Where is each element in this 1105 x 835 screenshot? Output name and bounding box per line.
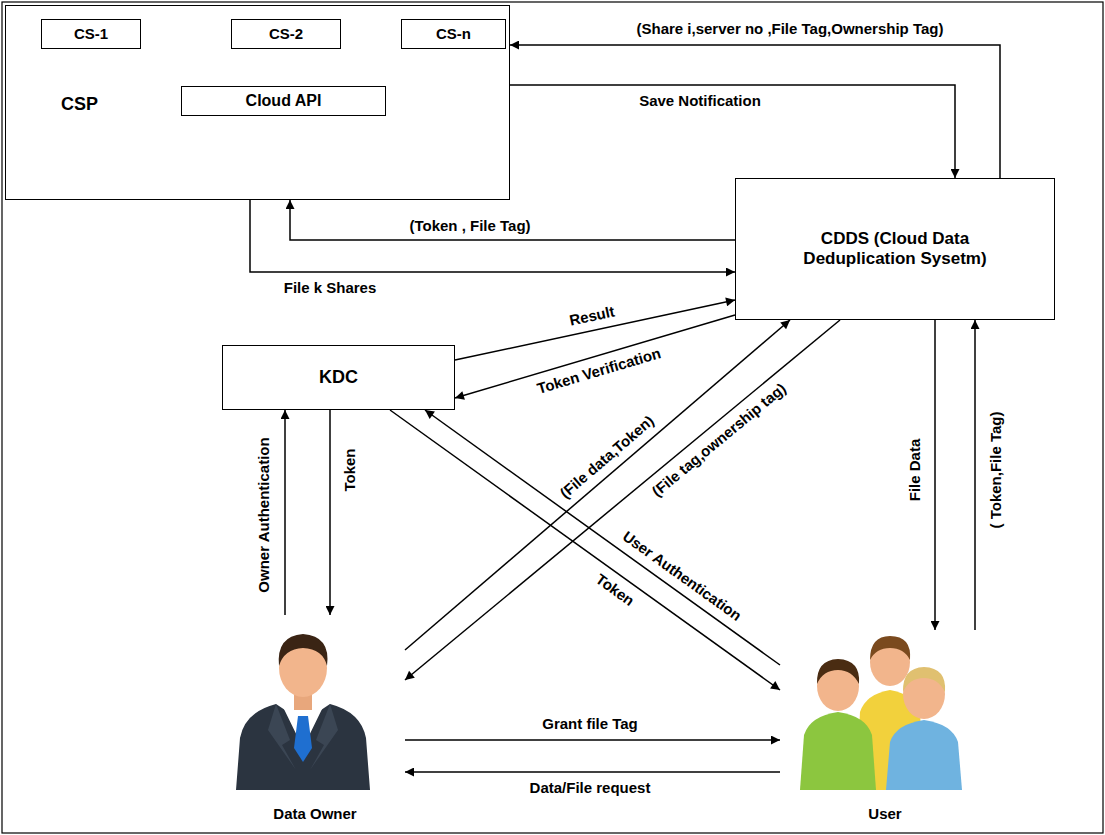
lapel: [310, 704, 338, 770]
edge-label: (Share i,server no ,File Tag,Ownership T…: [633, 20, 946, 38]
users-figure: [800, 636, 962, 790]
connector: [405, 739, 780, 741]
lapel: [268, 704, 296, 770]
edge-label: File Data: [906, 436, 924, 505]
edge-label: User Authentication: [617, 526, 748, 627]
connector: [284, 410, 286, 615]
edge-label: ( Token,File Tag): [987, 409, 1005, 532]
user-hair: [870, 636, 910, 660]
edge-label: Token: [341, 445, 359, 494]
node-label: CDDS (Cloud Data Deduplication Sysetm): [770, 229, 1020, 270]
edge-label: (Token , File Tag): [406, 217, 533, 235]
edge-label: Save Notification: [636, 92, 764, 110]
hair: [279, 634, 328, 666]
node-label: User: [868, 805, 901, 823]
cloud-api-box: Cloud API: [181, 86, 386, 116]
edge-label: File k Shares: [281, 279, 380, 297]
cloud-server-box: CS-2: [231, 19, 341, 49]
connector: [329, 410, 331, 615]
connector: [250, 200, 735, 272]
connector: [425, 410, 780, 665]
actor-figure: User: [780, 630, 990, 827]
cloud-provider-box: CSP CS-1 CS-2 CS-nCloud API: [5, 5, 510, 200]
process-box: KDC: [222, 345, 455, 410]
node-label: CS-1: [74, 25, 108, 43]
edge-label: Result: [565, 302, 619, 330]
node-label: CS-2: [269, 25, 303, 43]
node-label: Cloud API: [246, 91, 322, 110]
process-box: CDDS (Cloud Data Deduplication Sysetm): [735, 178, 1055, 320]
user-body: [886, 720, 962, 790]
connector: [455, 300, 735, 360]
node-label: CS-n: [436, 25, 471, 43]
connector: [455, 315, 735, 398]
node-label: Data Owner: [273, 805, 356, 823]
connector: [974, 320, 976, 630]
cloud-server-box: CS-1: [41, 19, 141, 49]
connector: [390, 410, 780, 690]
connector: [405, 320, 790, 650]
node-label: KDC: [319, 367, 358, 389]
suit: [236, 704, 370, 790]
edge-label: (File data,Token): [554, 410, 660, 504]
connector: [510, 85, 955, 178]
edge-label: Token Verification: [532, 343, 666, 398]
edge-label: Owner Authentication: [255, 434, 273, 595]
actor-figure: Data Owner: [225, 615, 405, 827]
node-label: CSP: [61, 94, 98, 116]
edge-label: Data/File request: [527, 779, 654, 797]
tie: [294, 716, 312, 762]
data-owner-figure: [236, 634, 370, 790]
edge-label: (File tag,ownership tag): [646, 377, 792, 502]
user-hair: [817, 659, 859, 684]
edge-label: Token: [590, 568, 640, 611]
user-hair: [903, 667, 945, 692]
connector: [510, 45, 1000, 178]
connector: [405, 771, 780, 773]
cloud-server-box: CS-n: [401, 19, 506, 49]
connector: [290, 200, 735, 240]
user-body: [800, 712, 876, 790]
connector: [405, 320, 840, 680]
edge-label: Grant file Tag: [539, 715, 641, 733]
connector: [934, 320, 936, 630]
